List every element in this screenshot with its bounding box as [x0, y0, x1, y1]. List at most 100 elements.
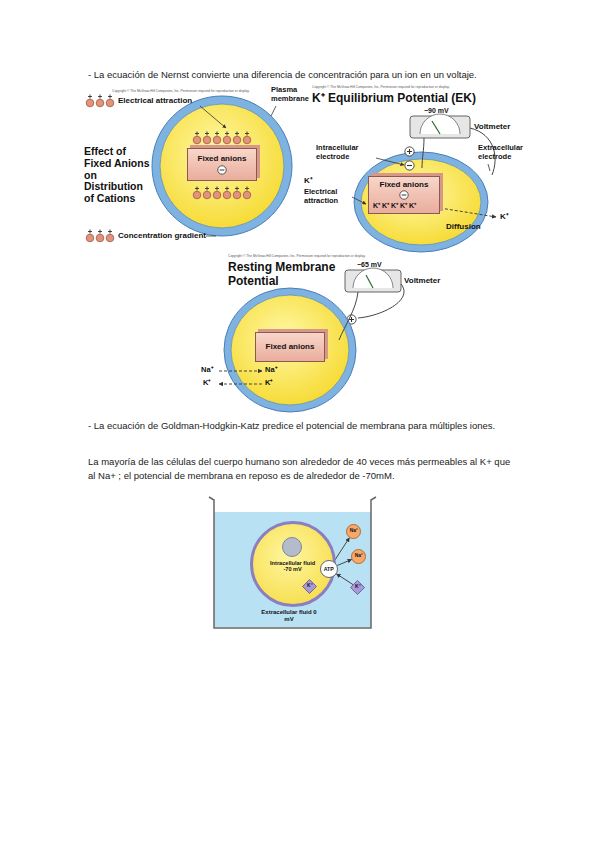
voltmeter	[420, 114, 460, 134]
fixed-anions-box: Fixed anions	[255, 332, 325, 362]
leader-line	[271, 106, 276, 116]
ion-label: K⁺	[500, 212, 509, 221]
ion-label: Na⁺	[265, 366, 278, 375]
diffusion-arrow	[440, 208, 496, 217]
anion-symbol	[399, 190, 409, 200]
cation-symbols	[193, 187, 201, 199]
cation-symbols	[223, 132, 231, 144]
electrode-wire	[339, 292, 358, 340]
anion-symbol	[220, 169, 225, 170]
ion-flux-arrow	[219, 371, 262, 384]
copyright-note: Copyright © The McGraw-Hill Companies, I…	[112, 89, 250, 93]
pump-arrow	[337, 559, 351, 565]
cation-symbols	[213, 187, 221, 199]
ion-label: K⁺ K⁺ K⁺ K⁺ K⁺	[373, 202, 416, 210]
charge-symbol	[405, 161, 414, 170]
node-text: Fixed anions	[380, 180, 429, 189]
ion-flux-arrow	[219, 371, 262, 372]
cation-symbols	[233, 132, 241, 144]
callout-label: Electrical attraction	[118, 96, 192, 105]
ion-flux-arrow	[219, 384, 262, 385]
charge-symbol	[405, 147, 414, 156]
callout-label: Electrical attraction	[304, 188, 350, 205]
potassium-ion: K⁺	[350, 580, 365, 595]
diffusion-arrow	[440, 208, 496, 217]
ion-label: Na⁺	[201, 366, 214, 375]
body-text: - La ecuación de Nernst convierte una di…	[88, 70, 477, 81]
cell-potassium	[354, 152, 488, 252]
figure-title: K⁺ Equilibrium Potential (EK)	[312, 92, 476, 106]
leader-line	[376, 158, 404, 165]
cation-symbols	[203, 187, 211, 199]
node-text: Fixed anions	[198, 154, 247, 163]
node-text: K⁺	[355, 585, 360, 591]
voltmeter	[345, 268, 401, 292]
ion-label: K⁺	[265, 379, 273, 388]
voltmeter	[353, 268, 393, 288]
cell-potassium	[354, 152, 488, 252]
cell-potassium	[361, 159, 481, 245]
cell-fixed-anions	[152, 96, 292, 236]
cation-symbols	[106, 230, 114, 242]
node-text: Intracellular fluid -70 mV	[267, 560, 318, 573]
ion-diamond	[351, 581, 365, 595]
sodium-ion: Na⁺	[346, 524, 361, 539]
cation-symbols	[223, 187, 231, 199]
cell-fixed-anions	[152, 96, 292, 236]
voltmeter	[366, 275, 373, 288]
node-text: Na⁺	[355, 554, 363, 560]
voltage-reading: −90 mV	[424, 107, 449, 115]
callout-label: Voltmeter	[474, 122, 510, 131]
cation-symbols	[193, 132, 201, 144]
cation-symbols	[203, 132, 211, 144]
node-text: K⁺	[307, 584, 312, 590]
nucleus	[282, 537, 302, 557]
body-text: La mayoría de las células del cuerpo hum…	[88, 455, 518, 483]
cell-circle: Intracellular fluid -70 mV ATP K⁺	[250, 521, 336, 607]
node-text: Fixed anions	[266, 342, 315, 351]
callout-label: Plasma membrane	[271, 86, 311, 103]
leader-line	[206, 236, 216, 237]
callout-label: Intracellular electrode	[316, 144, 376, 161]
ion-label: K⁺	[304, 176, 313, 185]
beaker	[209, 497, 376, 628]
beaker	[209, 497, 376, 628]
copyright-note: Copyright © The McGraw-Hill Companies, I…	[228, 254, 366, 258]
cell-resting	[224, 288, 356, 412]
voltmeter	[410, 114, 470, 138]
electrode-wire	[422, 138, 424, 168]
cell-resting	[224, 288, 356, 412]
atp-pump: ATP	[320, 560, 338, 578]
figure-title: Resting Membrane Potential	[228, 261, 346, 289]
ion-diamond	[303, 580, 317, 594]
cation-symbols	[86, 95, 94, 107]
anion-symbol	[400, 191, 408, 199]
leader-line	[200, 106, 226, 128]
cation-symbols	[96, 230, 104, 242]
cation-symbols	[106, 95, 114, 107]
sodium-ion: Na⁺	[351, 549, 366, 564]
figure-title: Effect of Fixed Anions on Distribution o…	[84, 146, 150, 205]
node-text: Na⁺	[350, 529, 358, 535]
anion-symbol	[218, 165, 226, 173]
beaker	[214, 512, 371, 627]
callout-label: Voltmeter	[404, 276, 440, 285]
potassium-ion: K⁺	[302, 579, 317, 594]
copyright-note: Copyright © The McGraw-Hill Companies, I…	[312, 85, 450, 89]
node-text: ATP	[324, 566, 334, 572]
callout-label: Diffusion	[446, 222, 481, 231]
cation-symbols	[96, 95, 104, 107]
cell-resting	[231, 295, 349, 405]
callout-label: Extracellular electrode	[478, 144, 538, 161]
fixed-anions-box: Fixed anions	[187, 148, 257, 181]
electrode-wire	[339, 284, 404, 340]
electrode-wire	[358, 284, 404, 318]
callout-label: Concentration gradient	[118, 231, 206, 240]
anion-symbol	[402, 195, 407, 196]
anion-symbol	[217, 165, 227, 175]
pump-arrow	[334, 538, 349, 562]
ion-label: K⁺	[203, 379, 211, 388]
cation-symbols	[86, 230, 94, 242]
cation-symbols	[243, 132, 251, 144]
